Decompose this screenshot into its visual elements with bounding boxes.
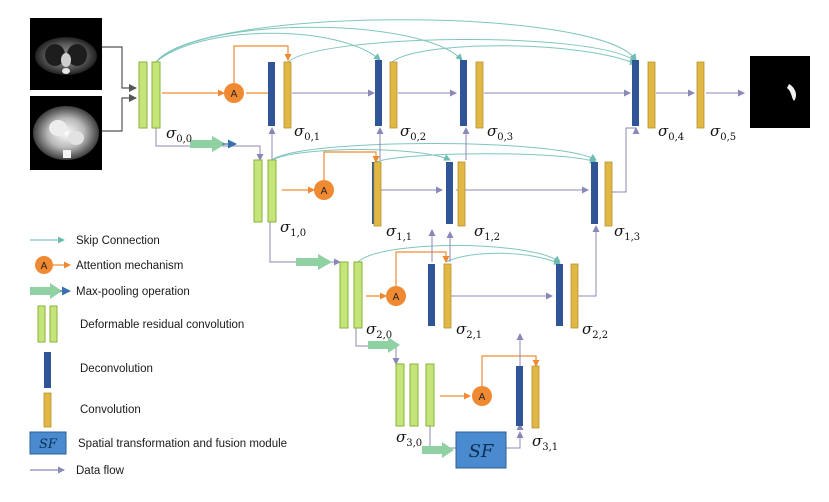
svg-text:A: A (393, 292, 400, 303)
svg-text:Data flow: Data flow (76, 465, 125, 477)
conv-block-s03 (475, 61, 484, 129)
attention-nodes: A A A A (224, 83, 492, 406)
node-label-s31: σ3,1 (532, 432, 558, 453)
deconv-block-s12 (446, 162, 453, 224)
legend: Skip Connection A Attention mechanism Ma… (29, 235, 287, 477)
svg-text:Skip Connection: Skip Connection (76, 235, 160, 247)
maxpool-arrow (296, 254, 332, 270)
conv-block-s02 (389, 61, 398, 129)
legend-maxpool: Max-pooling operation (30, 283, 190, 299)
legend-deform: Deformable residual convolution (37, 305, 244, 343)
node-label-s11: σ1,1 (386, 222, 412, 243)
maxpool-arrows (190, 136, 454, 458)
conv-block-s11 (373, 161, 382, 227)
node-label-s01: σ0,1 (294, 122, 320, 143)
ct-image (30, 18, 102, 90)
legend-sf: SF Spatial transformation and fusion mod… (29, 431, 287, 455)
svg-text:Deformable residual convolutio: Deformable residual convolution (80, 319, 244, 331)
deconv-block-s13 (591, 162, 598, 224)
attention-node: A (386, 286, 406, 306)
maxpool-arrow (190, 136, 237, 152)
deconv-block-s01 (268, 62, 275, 126)
deform-block-s20-b (353, 261, 363, 329)
conv-block-s31 (531, 365, 540, 429)
deconv-block-s04 (632, 60, 639, 126)
node-label-s22: σ2,2 (582, 320, 608, 341)
deform-block-s00-a (138, 61, 148, 129)
legend-deconv: Deconvolution (44, 352, 153, 388)
node-label-s30: σ3,0 (396, 428, 422, 449)
deform-block-s10-a (253, 159, 263, 223)
node-label-s10: σ1,0 (280, 218, 306, 239)
node-label-s00: σ0,0 (166, 124, 192, 145)
deconv-blocks (268, 60, 639, 426)
deform-block-s20-a (339, 261, 349, 329)
deformable-blocks (138, 61, 435, 427)
node-label-s03: σ0,3 (487, 122, 513, 143)
output-segmentation-image (750, 56, 810, 128)
legend-skip: Skip Connection (30, 235, 160, 247)
sf-module: SF (455, 431, 507, 469)
svg-text:A: A (231, 89, 238, 100)
conv-block-s04 (647, 61, 656, 129)
deconv-block-s22 (556, 264, 563, 326)
svg-text:SF: SF (469, 441, 495, 462)
svg-text:Convolution: Convolution (80, 404, 141, 416)
node-label-s13: σ1,3 (614, 222, 640, 243)
svg-text:Spatial transformation and fus: Spatial transformation and fusion module (78, 438, 287, 450)
attention-paths (162, 45, 540, 400)
node-labels: σ0,0 σ0,1 σ0,2 σ0,3 σ0,4 σ0,5 σ1,0 σ1,1 … (166, 122, 736, 453)
svg-text:Deconvolution: Deconvolution (80, 363, 153, 375)
deconv-block-s21 (428, 264, 435, 326)
svg-text:A: A (321, 186, 328, 197)
legend-conv: Convolution (43, 392, 141, 428)
deform-block-s30-a (395, 363, 405, 427)
conv-blocks (283, 61, 705, 429)
deform-block-s00-b (151, 61, 161, 129)
skip-connections (155, 19, 637, 265)
conv-block-s13 (604, 161, 613, 227)
svg-text:Max-pooling operation: Max-pooling operation (76, 286, 190, 298)
legend-attention: A Attention mechanism (35, 256, 183, 274)
deconv-block-s02 (375, 60, 382, 126)
node-label-s20: σ2,0 (366, 320, 392, 341)
node-label-s12: σ1,2 (474, 222, 500, 243)
conv-block-s21 (443, 263, 452, 329)
svg-text:SF: SF (39, 437, 58, 452)
legend-dataflow: Data flow (30, 465, 125, 477)
attention-node: A (472, 386, 492, 406)
attention-node: A (314, 180, 334, 200)
deconv-block-s03 (460, 60, 467, 126)
attention-node: A (224, 83, 244, 103)
pet-image (30, 96, 102, 170)
svg-text:A: A (41, 261, 48, 272)
node-label-s04: σ0,4 (658, 122, 684, 143)
svg-text:Attention mechanism: Attention mechanism (76, 260, 183, 272)
conv-block-s01 (283, 61, 292, 129)
deconv-block-s31 (516, 366, 523, 426)
maxpool-arrow (422, 442, 454, 458)
conv-block-s05 (696, 61, 705, 129)
node-label-s05: σ0,5 (710, 122, 736, 143)
maxpool-arrow (368, 337, 400, 353)
node-label-s02: σ0,2 (400, 122, 426, 143)
deform-block-s10-b (267, 159, 277, 223)
conv-block-s22 (570, 263, 579, 329)
node-label-s21: σ2,1 (456, 320, 482, 341)
data-flow-lines (155, 89, 745, 449)
svg-text:A: A (479, 392, 486, 403)
input-connectors (102, 46, 137, 132)
deform-block-s30-c (425, 363, 435, 427)
deform-block-s30-b (409, 363, 419, 427)
conv-block-s12 (457, 161, 466, 227)
